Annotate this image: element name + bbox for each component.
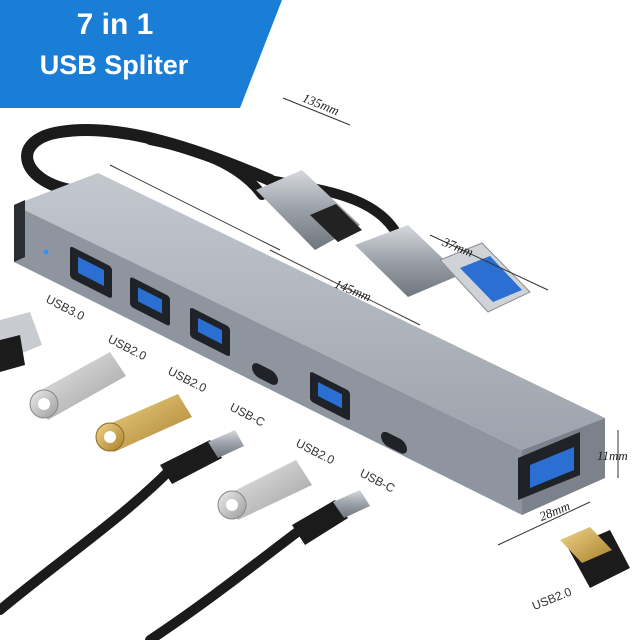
flash-drive-silver-2 bbox=[217, 460, 312, 520]
dimension-lines bbox=[109, 97, 619, 546]
led-indicator-icon bbox=[43, 249, 49, 255]
usb-c-cable-2 bbox=[145, 490, 370, 640]
banner-background bbox=[0, 0, 282, 108]
port-usb-c-b bbox=[381, 431, 407, 454]
adapter-cable-c bbox=[145, 135, 267, 200]
flash-drive-silver-1 bbox=[29, 352, 126, 420]
usb-a-cable-left bbox=[0, 312, 42, 372]
flash-drive-gold bbox=[95, 394, 192, 452]
usb-a-plug bbox=[355, 225, 531, 313]
usb-dongle bbox=[560, 527, 630, 588]
dimension-height: 11mm bbox=[597, 448, 628, 463]
port-usb-c-a bbox=[252, 363, 278, 385]
usb-c-plug bbox=[256, 170, 362, 250]
usb-c-cable-1 bbox=[0, 430, 244, 615]
